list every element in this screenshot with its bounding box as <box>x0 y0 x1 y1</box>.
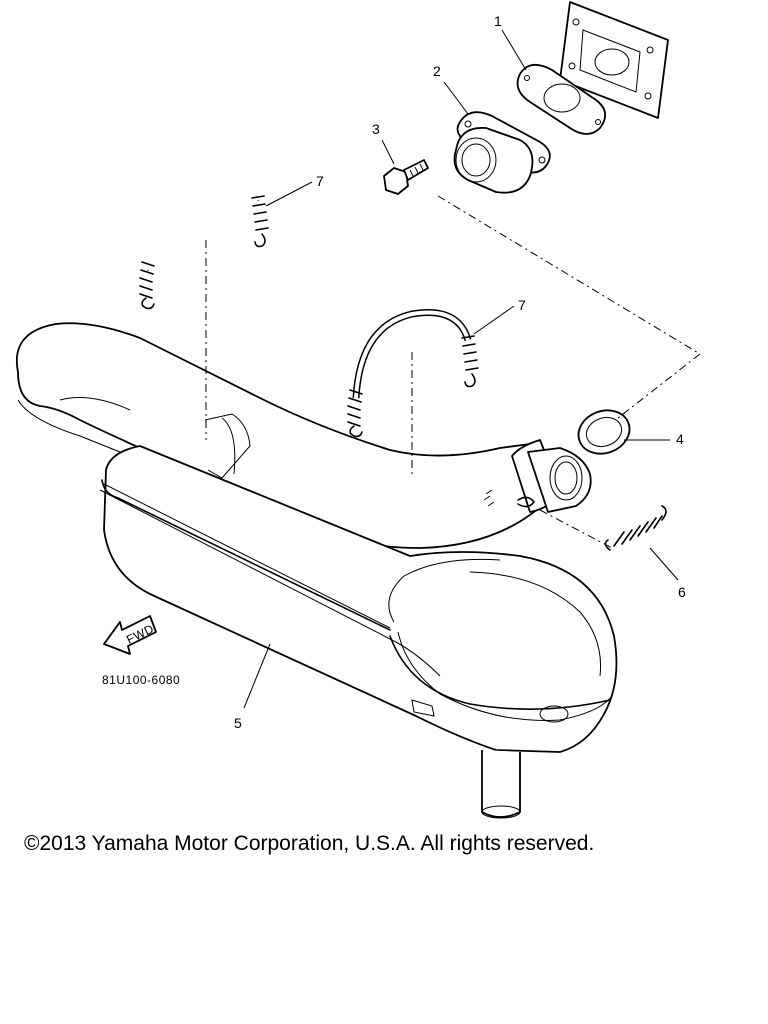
fwd-label: FWD <box>124 621 156 646</box>
muffler-part-5 <box>99 445 618 819</box>
exhaust-exploded-diagram: FWD 1 2 3 4 5 6 7 7 81U100-6080 <box>15 1 701 819</box>
strap-part-7-middle <box>347 309 479 438</box>
leader-lines <box>243 29 679 709</box>
flange-joint-part-2 <box>453 111 551 194</box>
copyright-notice: ©2013 Yamaha Motor Corporation, U.S.A. A… <box>24 832 595 855</box>
callout-4: 4 <box>676 431 684 447</box>
bolt-part-3 <box>383 159 429 195</box>
callout-1: 1 <box>494 13 502 29</box>
callout-2: 2 <box>433 63 441 79</box>
assembly-guide-lines <box>205 195 701 549</box>
part-code: 81U100-6080 <box>102 673 180 687</box>
gasket-ring-part-4 <box>577 409 631 455</box>
gasket-part-1 <box>516 64 606 135</box>
exhaust-mount-plate <box>559 1 669 119</box>
exhaust-pipe <box>15 322 592 549</box>
fwd-arrow-icon: FWD <box>103 615 157 655</box>
spring-part-6 <box>604 505 667 551</box>
callout-5: 5 <box>234 715 242 731</box>
callout-6: 6 <box>678 584 686 600</box>
strap-part-7-upper <box>139 170 269 310</box>
callout-7-upper: 7 <box>316 173 324 189</box>
callout-3: 3 <box>372 121 380 137</box>
callout-7-middle: 7 <box>518 297 526 313</box>
